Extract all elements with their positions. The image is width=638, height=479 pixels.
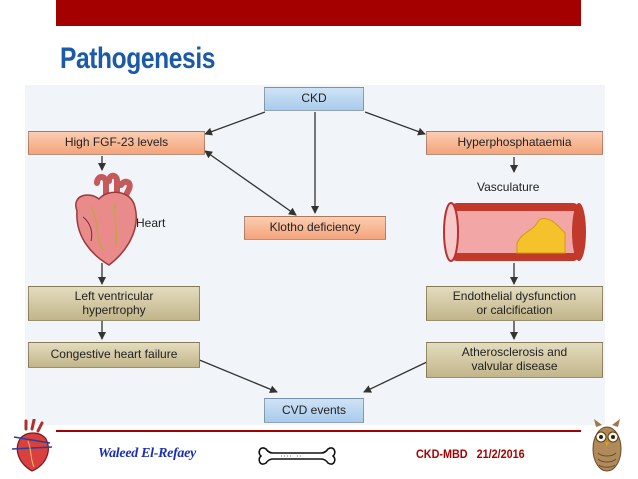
- owl-icon: [592, 419, 622, 472]
- arrow-fgf23-klotho: [204, 150, 297, 216]
- arrow-athero-cvd: [363, 360, 430, 393]
- klotho-box: Klotho deficiency: [244, 216, 386, 240]
- footer-code-date: CKD-MBD 21/2/2016: [416, 447, 525, 461]
- heart-label: Heart: [136, 216, 166, 230]
- arrow-chf-cvd: [196, 358, 278, 394]
- vasculature-label: Vasculature: [477, 180, 540, 194]
- slide-title: Pathogenesis: [60, 42, 216, 75]
- heart-icon: [75, 172, 137, 266]
- endothelial-line-2: or calcification: [476, 302, 553, 317]
- chf-box: Congestive heart failure: [28, 342, 200, 368]
- arrow-layer: [75, 111, 586, 394]
- hyperphosphataemia-box: Hyperphosphataemia: [426, 131, 603, 155]
- top-accent-bar: [56, 0, 581, 26]
- footer-author: Waleed El-Refaey: [98, 446, 196, 461]
- blood-vessel-icon: [443, 202, 586, 262]
- arrow-ckd-hyperphos: [364, 111, 426, 136]
- cvd-events-box: CVD events: [264, 398, 364, 423]
- atherosclerosis-line-2: valvular disease: [471, 359, 558, 373]
- atherosclerosis-line-1: Atherosclerosis and: [461, 345, 568, 360]
- anatomical-heart-icon: [11, 419, 53, 472]
- footer-rule: [56, 430, 581, 432]
- footer-code: CKD-MBD: [416, 447, 468, 461]
- endothelial-line-1: Endothelial dysfunction: [452, 288, 577, 303]
- endothelial-box: Endothelial dysfunction or calcification: [426, 286, 603, 321]
- pathogenesis-diagram: CKD High FGF-23 levels Hyperphosphataemi…: [25, 85, 605, 425]
- lvh-box: Left ventricular hypertrophy: [28, 286, 200, 321]
- fgf23-box: High FGF-23 levels: [28, 131, 205, 155]
- arrow-ckd-fgf23: [204, 111, 266, 136]
- footer-date: 21/2/2016: [476, 447, 525, 461]
- bone-icon: [258, 447, 336, 465]
- lvh-line-1: Left ventricular: [74, 288, 154, 303]
- lvh-line-2: hypertrophy: [82, 302, 146, 317]
- ckd-box: CKD: [264, 87, 364, 111]
- atherosclerosis-box: Atherosclerosis and valvular disease: [426, 342, 603, 378]
